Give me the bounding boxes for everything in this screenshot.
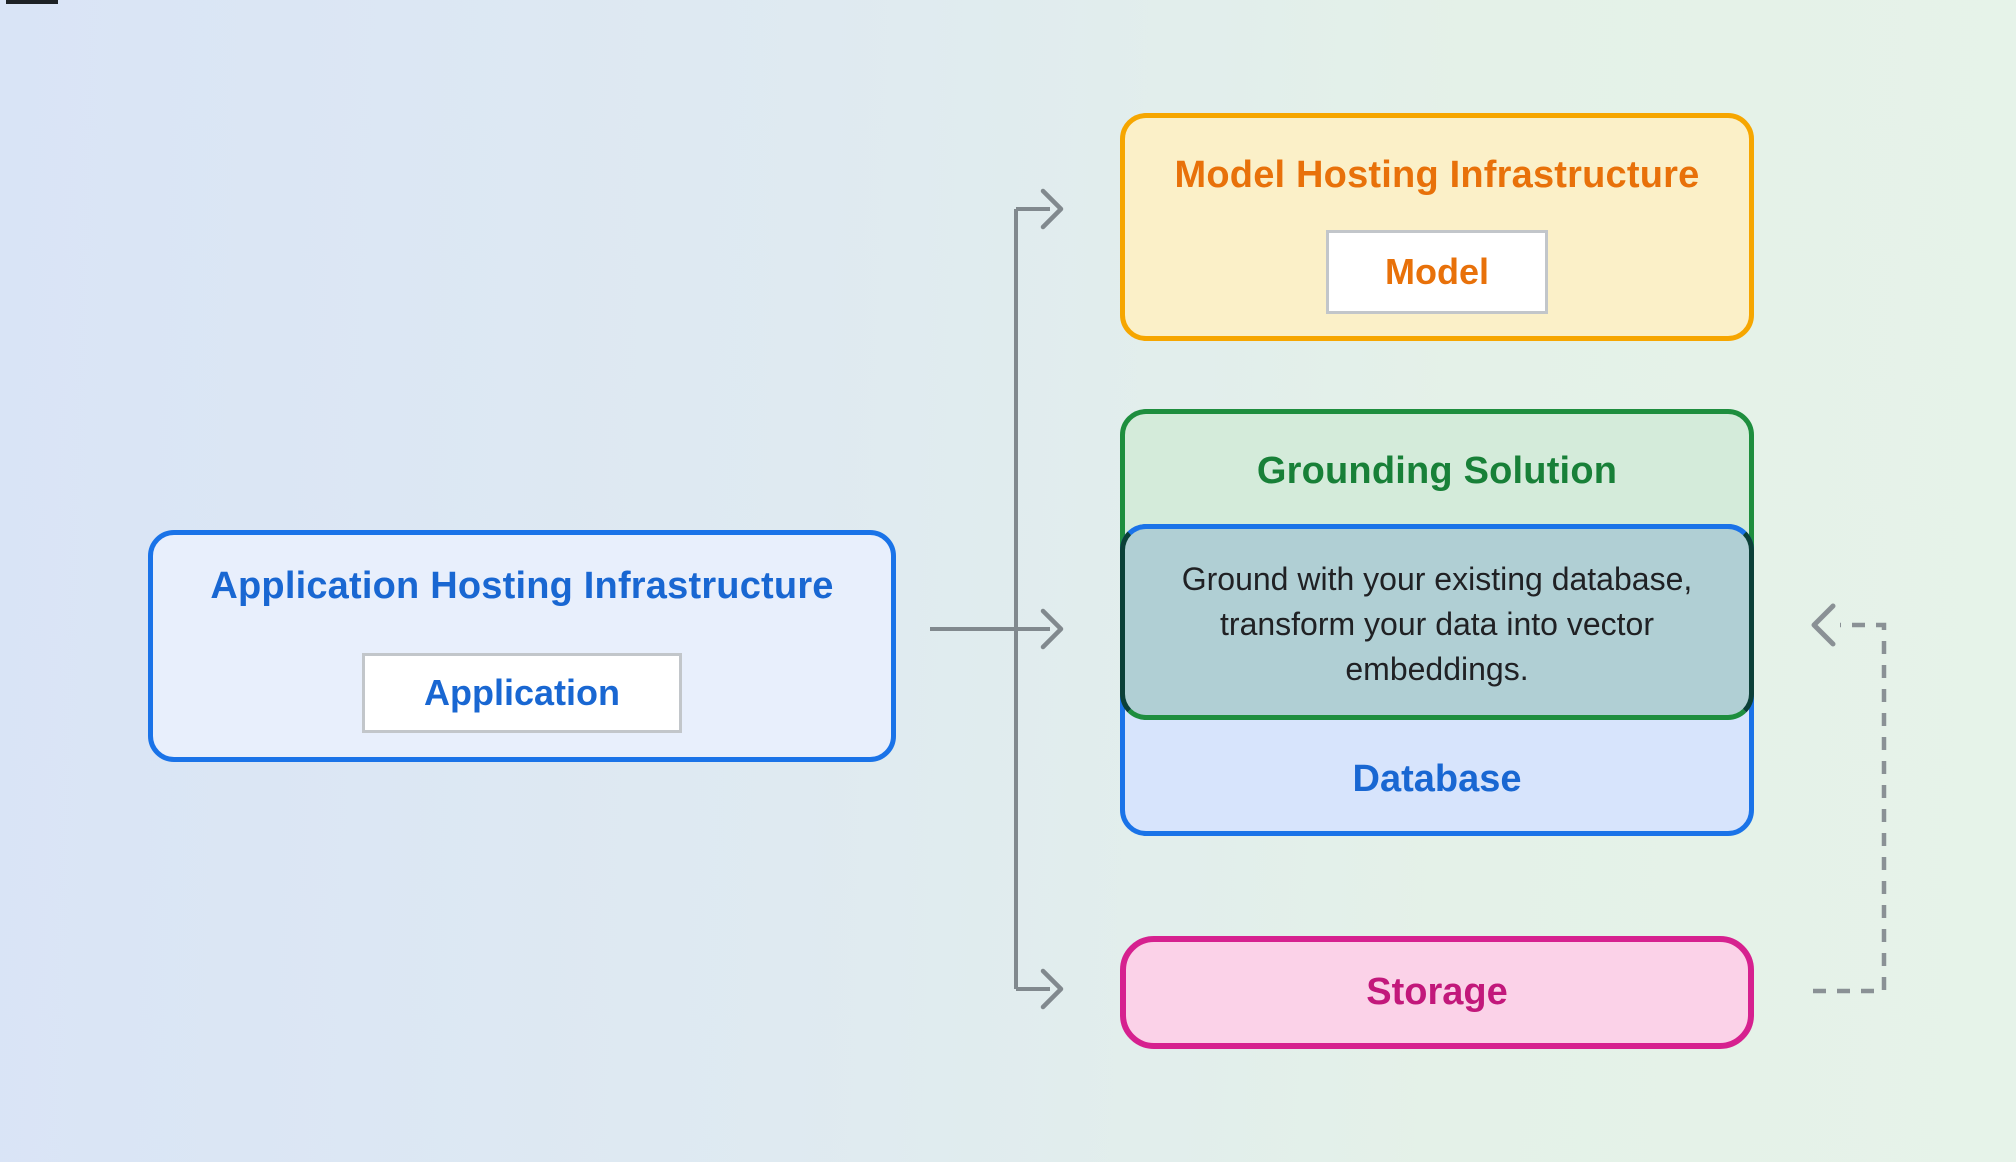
application-chip-label: Application xyxy=(424,672,620,713)
model-hosting-title: Model Hosting Infrastructure xyxy=(1174,154,1700,196)
application-chip: Application xyxy=(362,653,682,733)
model-hosting-box: Model Hosting Infrastructure Model xyxy=(1120,113,1754,341)
arrowhead-to-storage-icon xyxy=(1040,968,1064,1010)
application-hosting-title: Application Hosting Infrastructure xyxy=(210,565,834,607)
dashed-line-storage-to-database xyxy=(1813,622,1887,994)
database-label: Database xyxy=(1352,758,1522,800)
solid-arrowheads xyxy=(1040,188,1064,1010)
model-chip: Model xyxy=(1326,230,1548,314)
storage-box: Storage xyxy=(1120,936,1754,1049)
solid-connectors xyxy=(930,207,1050,991)
arrowhead-to-model-icon xyxy=(1040,188,1064,230)
grounding-database-overlap-box: Ground with your existing database, tran… xyxy=(1120,524,1754,720)
model-chip-label: Model xyxy=(1385,251,1489,292)
dashed-arrowhead-to-database-icon xyxy=(1811,603,1836,647)
grounding-solution-title: Grounding Solution xyxy=(1256,450,1618,492)
screen-corner-artifact xyxy=(6,0,58,4)
storage-label: Storage xyxy=(1366,971,1508,1013)
application-hosting-box: Application Hosting Infrastructure Appli… xyxy=(148,530,896,762)
arrowhead-to-grounding-icon xyxy=(1040,608,1064,650)
grounding-description: Ground with your existing database, tran… xyxy=(1181,560,1693,687)
